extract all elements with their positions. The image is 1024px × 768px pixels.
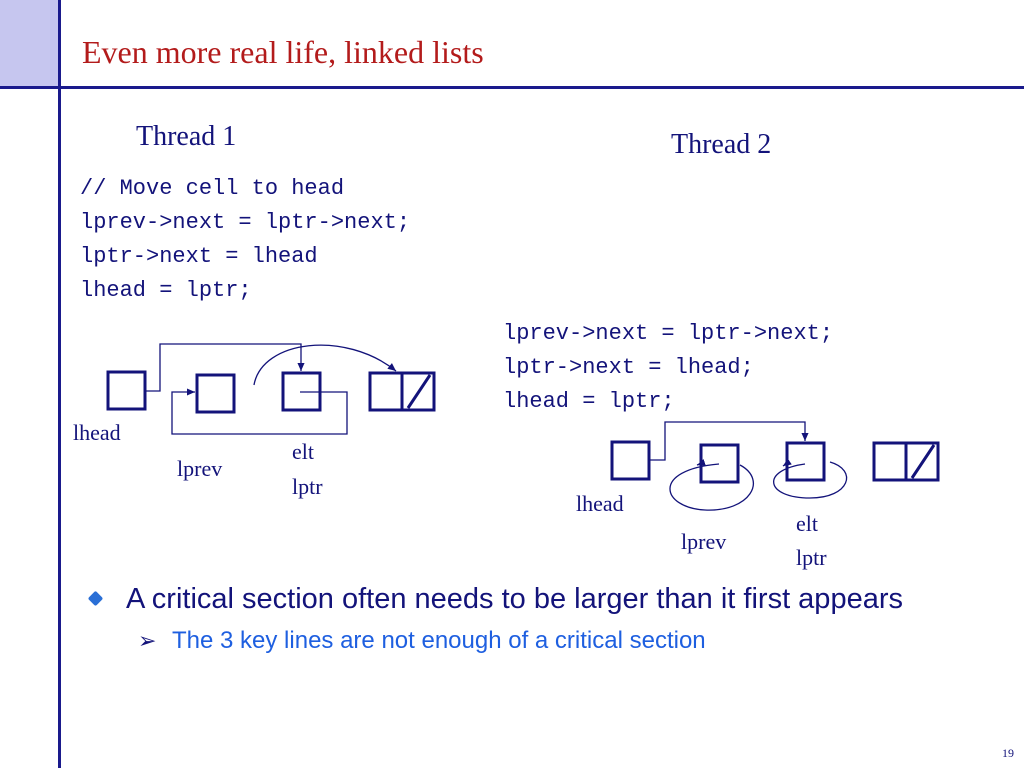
title-underline: [58, 86, 1024, 89]
null-slash: [910, 444, 936, 479]
lhead-cell: [610, 440, 651, 481]
lptr-cell: [785, 441, 826, 482]
thread1-code: // Move cell to head lprev->next = lptr-…: [80, 172, 410, 308]
lprev-loop: [669, 463, 754, 511]
code-line: lhead = lptr;: [503, 389, 675, 414]
t2-lptr-label: lptr: [796, 545, 827, 570]
t2-lhead-label: lhead: [576, 491, 624, 516]
t1-lhead-label: lhead: [73, 420, 121, 445]
lptr-next-pointer: [171, 388, 348, 435]
lprev-loop-arrowhead: [696, 458, 706, 466]
code-line: lptr->next = lhead: [80, 244, 318, 269]
bullet-list: A critical section often needs to be lar…: [86, 580, 986, 657]
code-line: lptr->next = lhead;: [503, 355, 754, 380]
lhead-pointer: [145, 343, 305, 392]
lprev-next-pointer: [253, 344, 397, 386]
slide-title: Even more real life, linked lists: [82, 34, 484, 70]
code-line: lprev->next = lptr->next;: [80, 210, 411, 235]
thread1-label: Thread 1: [136, 121, 237, 152]
t1-lptr-label: lptr: [292, 474, 323, 499]
t1-lprev-label: lprev: [177, 456, 222, 481]
thread2-label: Thread 2: [671, 129, 772, 160]
code-line: lhead = lptr;: [80, 278, 252, 303]
thread2-diagram: [610, 421, 940, 511]
sub-bullet: ➢ The 3 key lines are not enough of a cr…: [86, 625, 986, 657]
diamond-bullet-icon: [87, 590, 104, 607]
lprev-cell: [195, 373, 236, 414]
main-bullet-text: A critical section often needs to be lar…: [126, 583, 903, 615]
page-number: 19: [1002, 746, 1014, 760]
null-slash: [406, 374, 432, 409]
main-bullet: A critical section often needs to be lar…: [86, 580, 986, 619]
thread1-diagram: [106, 343, 436, 435]
code-line: // Move cell to head: [80, 176, 345, 201]
lprev-cell: [699, 443, 740, 484]
t2-lprev-label: lprev: [681, 529, 726, 554]
thread2-code: lprev->next = lptr->next; lptr->next = l…: [503, 317, 833, 419]
arrowhead-bullet-icon: ➢: [138, 628, 157, 653]
left-rule: [58, 0, 61, 768]
lptr-loop: [773, 461, 848, 499]
lhead-cell: [106, 370, 147, 411]
lptr-loop-arrowhead: [782, 458, 792, 467]
sub-bullet-text: The 3 key lines are not enough of a crit…: [172, 627, 706, 654]
t1-elt-label: elt: [292, 439, 314, 464]
lhead-pointer: [649, 421, 809, 461]
t2-elt-label: elt: [796, 511, 818, 536]
code-line: lprev->next = lptr->next;: [503, 321, 834, 346]
